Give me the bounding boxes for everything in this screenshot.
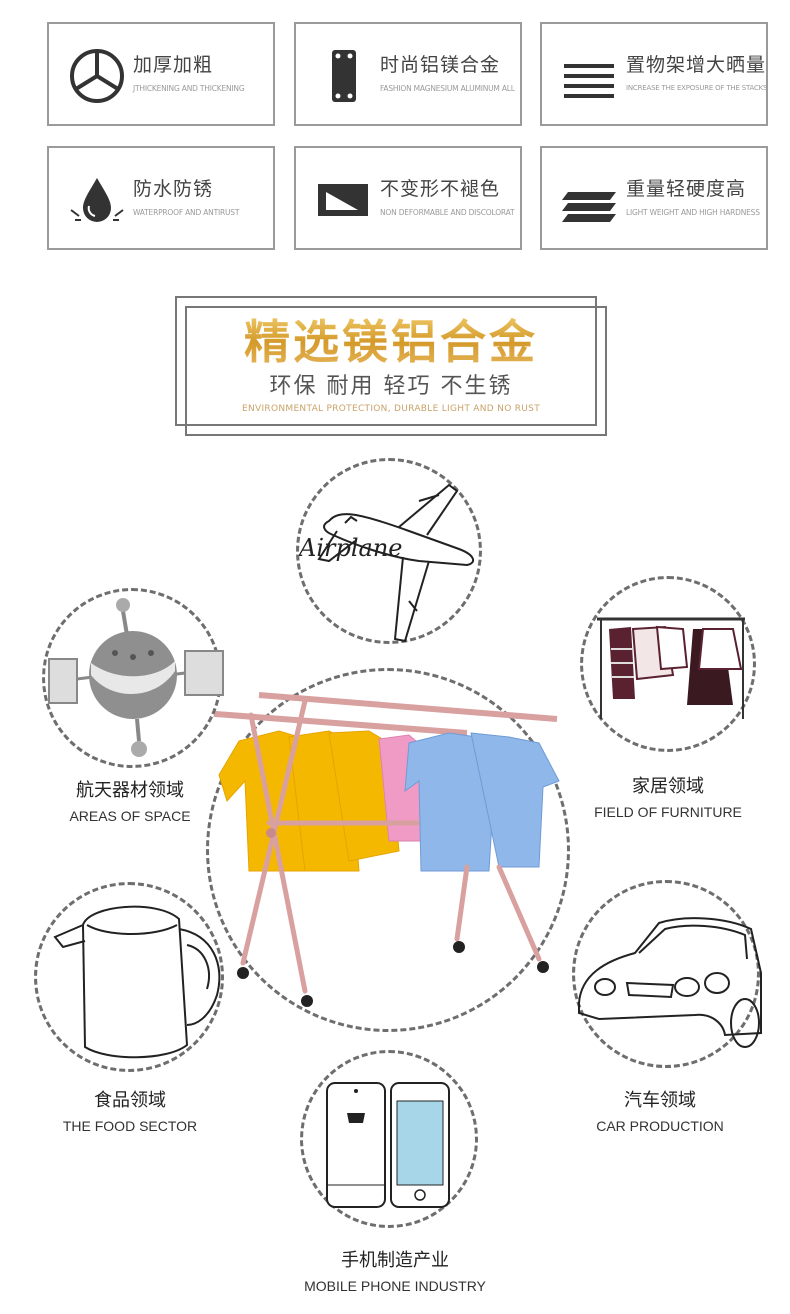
space-circle [42, 588, 224, 768]
food-label-en: THE FOOD SECTOR [62, 1118, 198, 1134]
feature-subtitle: INCREASE THE EXPOSURE OF THE STACKS [626, 84, 768, 92]
feature-card-alloy: 时尚铝镁合金 FASHION MAGNESIUM ALUMINUM ALL [294, 22, 522, 126]
alloy-plate-icon [332, 50, 356, 102]
airplane-circle: Airplane [296, 458, 482, 644]
furniture-label-en: FIELD OF FURNITURE [594, 804, 742, 820]
water-drop-icon [70, 178, 124, 222]
satellite-illustration [48, 598, 224, 757]
feature-subtitle: WATERPROOF AND ANTIRUST [133, 208, 240, 217]
banner-frame-front [185, 306, 607, 436]
feature-title: 不变形不褪色 [380, 178, 501, 200]
feature-card-thickening: 加厚加粗 JTHICKENING AND THICKENING [47, 22, 275, 126]
feature-title: 时尚铝镁合金 [380, 54, 501, 76]
food-label-zh: 食品领域 [94, 1090, 166, 1111]
clothes-rack-illustration [597, 617, 745, 719]
airplane-text: Airplane [299, 534, 403, 562]
kettle-illustration [53, 905, 221, 1059]
banner-subtitle: 环保 耐用 轻巧 不生锈 [269, 374, 513, 399]
layers-icon [562, 192, 616, 222]
furniture-label-zh: 家居领域 [632, 776, 704, 797]
feature-title: 重量轻硬度高 [626, 178, 747, 200]
feature-subtitle: LIGHT WEIGHT AND HIGH HARDNESS [626, 208, 760, 217]
phones-illustration [326, 1082, 450, 1208]
feature-card-lightweight: 重量轻硬度高 LIGHT WEIGHT AND HIGH HARDNESS [540, 146, 768, 250]
banner-frame-back [175, 296, 597, 426]
car-illustration [578, 917, 762, 1048]
lines-icon [564, 64, 614, 98]
feature-card-waterproof: 防水防锈 WATERPROOF AND ANTIRUST [47, 146, 275, 250]
feature-subtitle: NON DEFORMABLE AND DISCOLORAT [380, 208, 515, 217]
banner-title: 精选镁铝合金 [175, 306, 607, 372]
product-circle [206, 668, 570, 1032]
steering-wheel-icon [70, 49, 124, 103]
drying-rack-illustration [209, 692, 560, 1007]
furniture-circle [580, 576, 756, 752]
space-label-zh: 航天器材领域 [76, 780, 184, 801]
feature-subtitle: FASHION MAGNESIUM ALUMINUM ALL [380, 84, 515, 93]
car-circle [572, 880, 762, 1068]
furniture-label: 家居领域 FIELD OF FURNITURE [568, 772, 768, 820]
feature-title: 置物架增大晒量 [626, 54, 767, 76]
phone-label-en: MOBILE PHONE INDUSTRY [304, 1278, 486, 1294]
phone-circle [300, 1050, 478, 1228]
feature-card-exposure: 置物架增大晒量 INCREASE THE EXPOSURE OF THE STA… [540, 22, 768, 126]
space-label-en: AREAS OF SPACE [69, 808, 191, 824]
phone-label-zh: 手机制造产业 [341, 1250, 449, 1271]
feature-title: 防水防锈 [133, 178, 214, 200]
feature-subtitle: JTHICKENING AND THICKENING [133, 84, 245, 93]
banner-subtitle-en: ENVIRONMENTAL PROTECTION, DURABLE LIGHT … [241, 404, 540, 414]
space-label: 航天器材领域 AREAS OF SPACE [30, 776, 230, 824]
feature-card-non-deformable: 不变形不褪色 NON DEFORMABLE AND DISCOLORAT [294, 146, 522, 250]
food-circle [34, 882, 224, 1072]
food-label: 食品领域 THE FOOD SECTOR [30, 1086, 230, 1134]
panel-icon [318, 184, 368, 216]
airplane-illustration: Airplane [299, 483, 475, 643]
car-label-en: CAR PRODUCTION [596, 1118, 724, 1134]
phone-label: 手机制造产业 MOBILE PHONE INDUSTRY [270, 1246, 520, 1294]
car-label-zh: 汽车领域 [624, 1090, 696, 1111]
car-label: 汽车领域 CAR PRODUCTION [560, 1086, 760, 1134]
feature-title: 加厚加粗 [133, 54, 214, 76]
